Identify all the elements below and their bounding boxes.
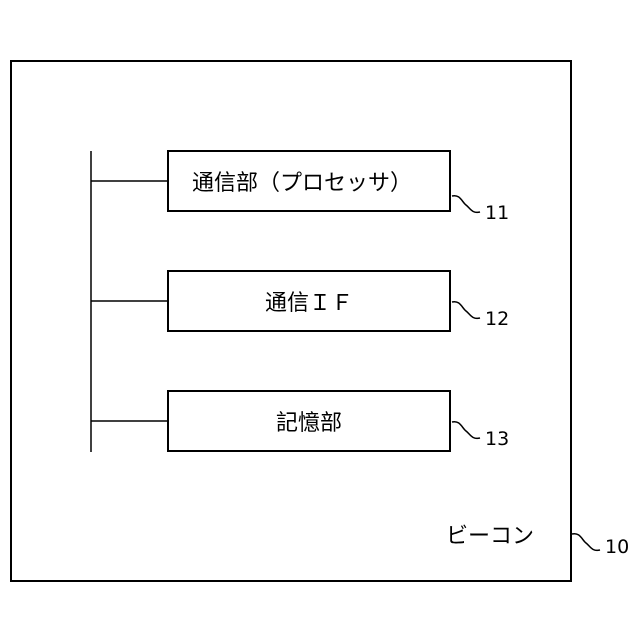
ref-label-device: 10	[605, 536, 629, 558]
ref-label-3: 13	[485, 428, 509, 450]
leader-line-device	[572, 534, 600, 551]
device-label: ビーコン	[446, 524, 534, 549]
ref-label-2: 12	[485, 308, 509, 330]
ref-label-1: 11	[485, 202, 509, 224]
leader-line-3	[452, 422, 480, 439]
component-label-2: 通信ＩＦ	[265, 291, 353, 316]
leader-line-1	[452, 196, 480, 213]
leader-line-2	[452, 302, 480, 319]
component-label-3: 記憶部	[276, 411, 342, 436]
component-label-1: 通信部（プロセッサ）	[192, 171, 412, 196]
